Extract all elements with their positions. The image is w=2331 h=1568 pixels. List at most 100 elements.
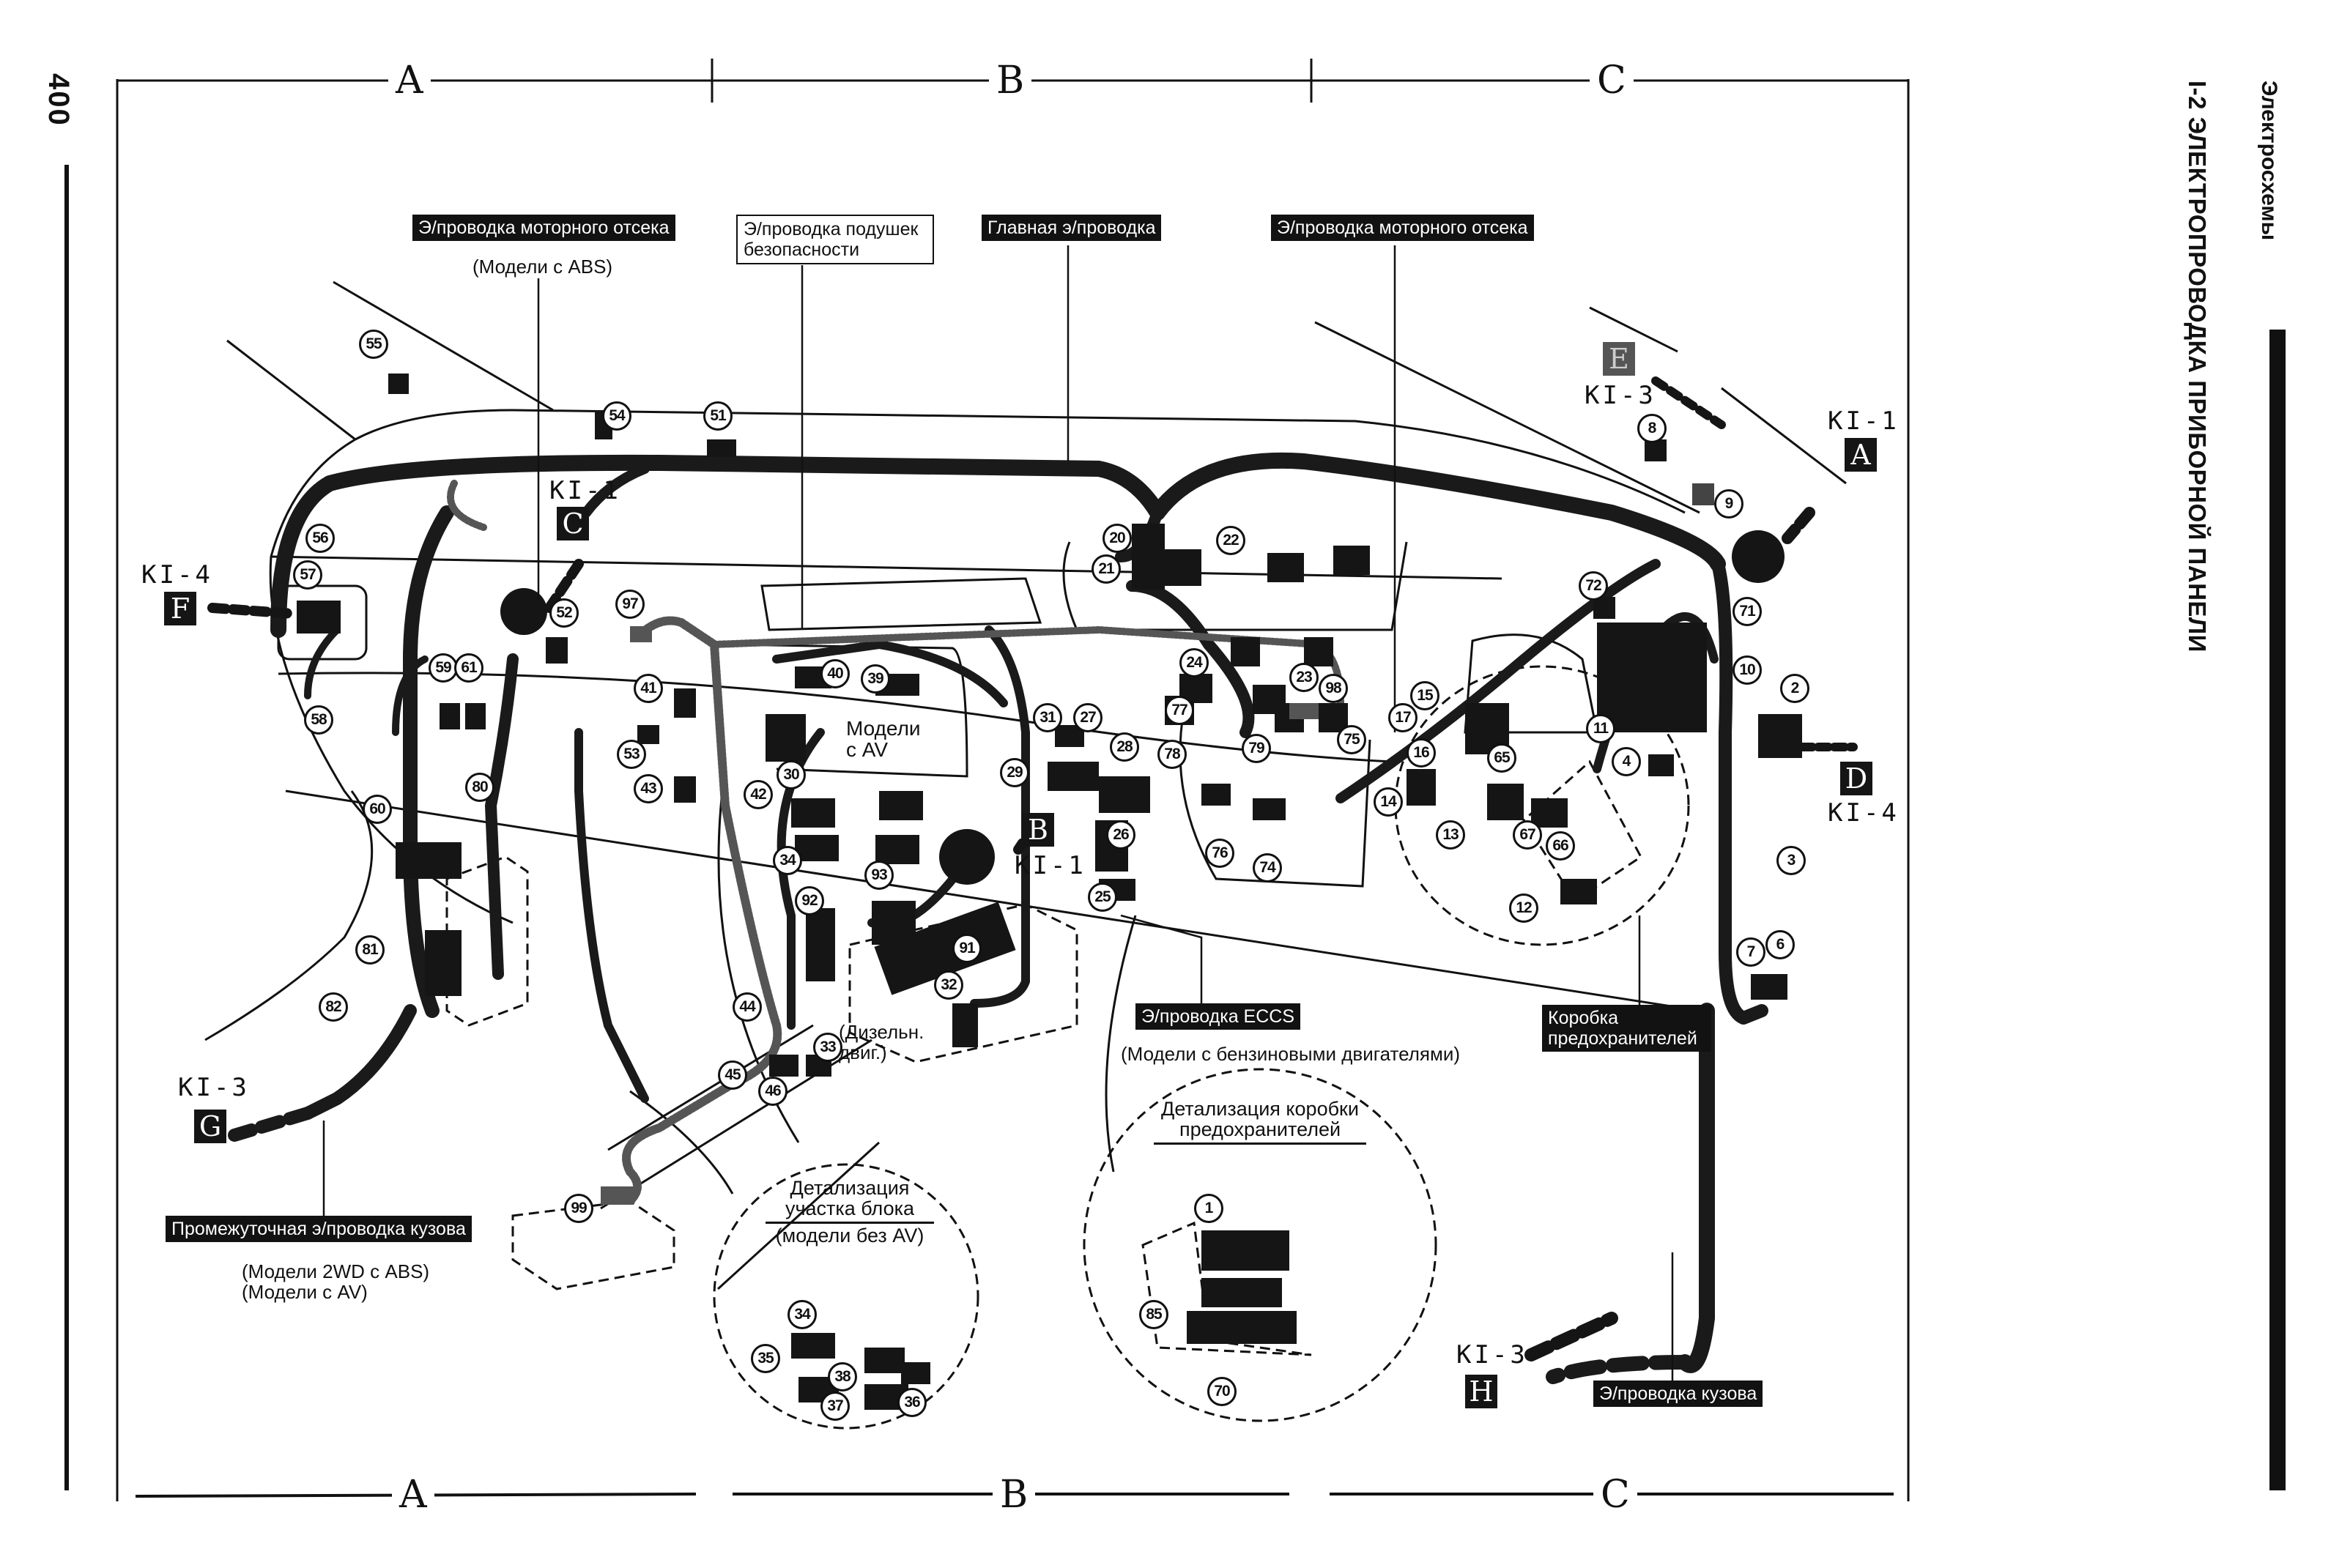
connector-callout-45: 45 xyxy=(718,1060,747,1090)
connector-callout-33: 33 xyxy=(813,1033,842,1062)
junction-b[interactable]: B xyxy=(1022,813,1054,847)
note-body-sub-av: (Модели с AV) xyxy=(242,1281,368,1303)
connector-callout-37: 37 xyxy=(820,1391,850,1421)
connector-callout-34: 34 xyxy=(773,846,802,875)
connector-callout-12: 12 xyxy=(1509,893,1538,923)
detail-block-title-line1: Детализация xyxy=(790,1177,910,1199)
grid-bottom-c: C xyxy=(1593,1476,1637,1514)
note-body-sub-2wd: (Модели 2WD с ABS) xyxy=(242,1260,430,1282)
connector-callout-58: 58 xyxy=(304,705,333,735)
connector-callout-29: 29 xyxy=(1000,758,1029,787)
connector-callout-57: 57 xyxy=(293,560,322,590)
tag-eccs: Э/проводка ECCS xyxy=(1135,1003,1300,1030)
section-title: Электросхемы xyxy=(2257,81,2281,241)
grid-bottom-b: B xyxy=(993,1476,1036,1514)
connector-callout-25: 25 xyxy=(1088,883,1117,912)
connector-callout-16: 16 xyxy=(1407,738,1436,768)
connector-callout-43: 43 xyxy=(634,774,663,803)
connector-callout-92: 92 xyxy=(795,886,824,915)
ki-h-code: KI-3 xyxy=(1456,1340,1528,1370)
connector-callout-24: 24 xyxy=(1179,648,1209,677)
connector-callout-97: 97 xyxy=(615,590,645,619)
junction-extensions xyxy=(207,376,1858,1361)
connector-callout-26: 26 xyxy=(1106,820,1135,850)
detail-fusebox-rule xyxy=(1154,1142,1366,1146)
connector-callout-36: 36 xyxy=(897,1388,927,1417)
connector-callout-21: 21 xyxy=(1092,554,1121,584)
connector-callout-40: 40 xyxy=(820,659,850,688)
tag-engine-room: Э/проводка моторного отсека xyxy=(1271,215,1534,241)
junction-a[interactable]: A xyxy=(1845,438,1877,472)
connector-callout-52: 52 xyxy=(549,598,579,628)
ki-b-code: KI-1 xyxy=(1015,851,1086,880)
connector-callout-60: 60 xyxy=(363,795,392,824)
detail-fusebox-title-line2: предохранителей xyxy=(1179,1118,1341,1140)
connector-callout-6: 6 xyxy=(1765,930,1795,959)
left-margin-rule xyxy=(64,165,69,1490)
connector-callout-2: 2 xyxy=(1780,674,1809,703)
connector-callout-14: 14 xyxy=(1374,787,1403,817)
connector-callout-30: 30 xyxy=(777,760,806,789)
connector-callout-10: 10 xyxy=(1732,655,1762,685)
connector-callout-55: 55 xyxy=(359,330,388,359)
junction-e[interactable]: E xyxy=(1603,342,1635,376)
connector-callout-85: 85 xyxy=(1139,1300,1168,1329)
connector-callout-28: 28 xyxy=(1110,732,1139,762)
connector-callout-27: 27 xyxy=(1073,703,1102,732)
connector-callout-74: 74 xyxy=(1253,853,1282,883)
detail-block-title: Детализация участка блока (модели без AV… xyxy=(766,1178,934,1246)
connector-callout-39: 39 xyxy=(861,664,890,694)
connector-callout-42: 42 xyxy=(744,780,773,809)
connector-callout-59: 59 xyxy=(429,653,458,683)
connector-callout-91: 91 xyxy=(952,934,982,963)
detail-fusebox-title: Детализация коробки предохранителей xyxy=(1154,1099,1366,1146)
connector-callout-66: 66 xyxy=(1546,831,1575,861)
tag-airbag: Э/проводка подушек безопасности xyxy=(736,215,934,264)
connector-callout-11: 11 xyxy=(1586,714,1615,743)
page-number: 400 xyxy=(42,73,75,127)
connector-callout-13: 13 xyxy=(1436,820,1465,850)
tag-fuse-box: Коробка предохранителей xyxy=(1542,1005,1711,1052)
connector-callout-34: 34 xyxy=(788,1300,817,1329)
harness-main xyxy=(228,452,1768,1384)
connector-callout-81: 81 xyxy=(355,935,385,965)
connector-callout-23: 23 xyxy=(1289,663,1319,692)
connector-callout-56: 56 xyxy=(305,524,335,553)
connector-callout-1: 1 xyxy=(1194,1194,1223,1223)
connector-callout-51: 51 xyxy=(703,401,733,431)
grid-bottom-a: A xyxy=(392,1476,434,1514)
junction-d[interactable]: D xyxy=(1840,762,1872,795)
grid-top-c: C xyxy=(1590,62,1634,100)
connector-callout-72: 72 xyxy=(1579,571,1608,601)
connector-callout-82: 82 xyxy=(319,992,348,1022)
connector-callout-76: 76 xyxy=(1205,839,1234,868)
junction-f[interactable]: F xyxy=(164,592,196,625)
detail-block-subtitle: (модели без AV) xyxy=(766,1222,934,1246)
connector-callout-54: 54 xyxy=(602,401,631,431)
connector-callout-65: 65 xyxy=(1487,743,1516,773)
connector-callout-80: 80 xyxy=(465,773,494,802)
connector-blocks xyxy=(297,374,1802,1410)
connector-callout-46: 46 xyxy=(758,1077,788,1106)
junction-c[interactable]: C xyxy=(557,507,589,540)
connector-callout-98: 98 xyxy=(1319,674,1348,703)
connector-callout-71: 71 xyxy=(1732,597,1762,626)
connector-callout-31: 31 xyxy=(1033,703,1062,732)
connector-callout-17: 17 xyxy=(1388,703,1418,732)
note-diesel: (Дизельн. двиг.) xyxy=(839,1021,924,1063)
tag-engine-room-abs: Э/проводка моторного отсека xyxy=(412,215,675,241)
connector-callout-93: 93 xyxy=(864,861,894,890)
grid-top-b: B xyxy=(989,62,1032,100)
connector-callout-77: 77 xyxy=(1165,696,1194,725)
ki-e-code: KI-3 xyxy=(1585,381,1656,410)
dashboard-outline xyxy=(204,280,1847,1290)
connector-callout-67: 67 xyxy=(1513,820,1542,850)
connector-callout-20: 20 xyxy=(1102,524,1132,553)
junction-g[interactable]: G xyxy=(194,1110,226,1143)
ki-a-code: KI-1 xyxy=(1828,406,1900,436)
tag-body-harness: Э/проводка кузова xyxy=(1593,1381,1763,1407)
connector-callout-61: 61 xyxy=(454,653,483,683)
note-av-models: Модели с AV xyxy=(846,717,921,761)
junction-h[interactable]: H xyxy=(1465,1375,1497,1408)
